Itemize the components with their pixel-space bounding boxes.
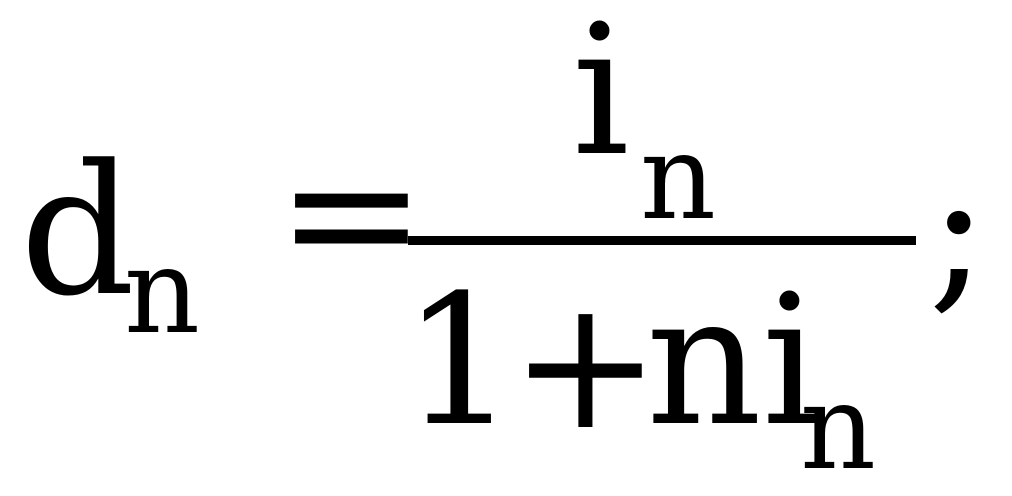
numerator-subscript-n: n <box>640 108 716 246</box>
fraction-bar <box>408 236 916 245</box>
numerator-variable-i: i <box>572 0 630 196</box>
denominator-term-ni: ni <box>646 257 820 466</box>
denominator-subscript-n: n <box>800 358 876 496</box>
denominator-constant-one: 1 <box>402 257 517 466</box>
lhs-variable-d: d <box>20 127 136 336</box>
equals-sign: = <box>276 109 427 318</box>
semicolon: ; <box>928 123 989 332</box>
lhs-subscript-n: n <box>124 222 200 360</box>
plus-sign: + <box>510 261 661 470</box>
